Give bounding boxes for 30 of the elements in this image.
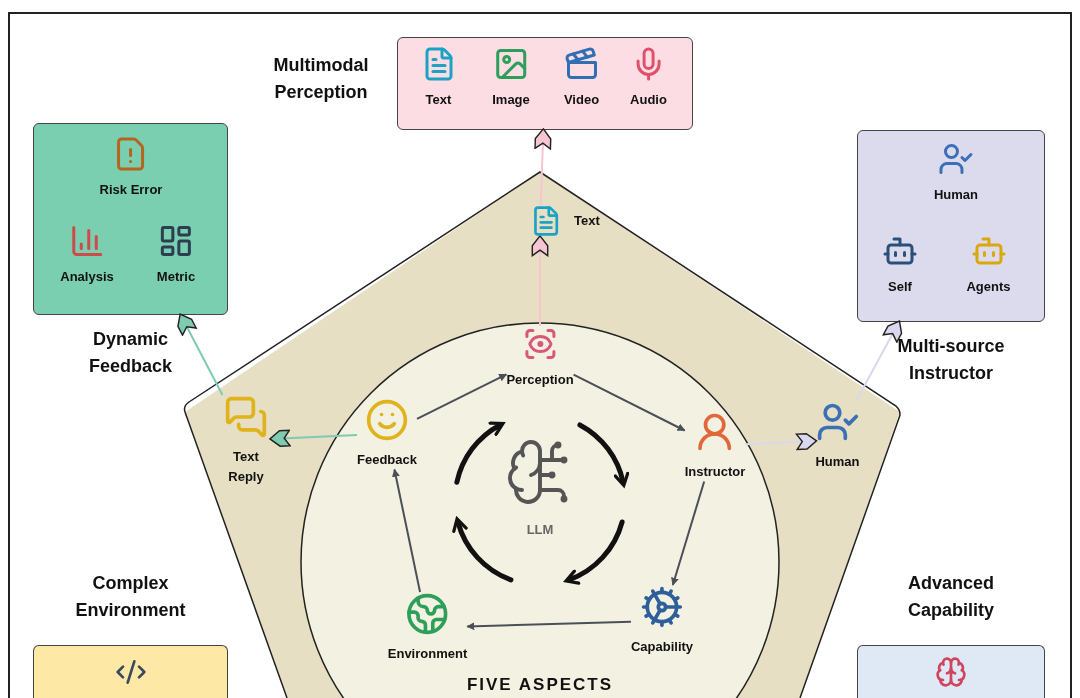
aspect-heading: Multi-source Instructor <box>896 335 1006 385</box>
item-label: Text <box>574 212 600 231</box>
caption-text: FIVE ASPECTS <box>465 674 615 696</box>
arrow <box>416 373 508 420</box>
item-label: Human <box>933 186 979 204</box>
item-label: Video <box>563 91 600 109</box>
item-label: Capability <box>630 638 694 656</box>
arrow <box>392 468 422 593</box>
item-label: Text <box>425 91 452 109</box>
item-label: Text Reply <box>227 448 265 486</box>
item-label: Analysis <box>60 268 114 286</box>
aspect-heading: Multimodal Perception <box>272 54 370 104</box>
item-label: LLM <box>526 521 554 539</box>
aspect-heading: Complex Environment <box>74 572 187 622</box>
arrow <box>671 480 706 586</box>
item-label: Instructor <box>684 463 746 481</box>
aspect-heading: Dynamic Feedback <box>87 328 173 378</box>
arrow <box>466 620 632 631</box>
item-label: Agents <box>966 278 1011 296</box>
item-label: Risk Error <box>99 181 163 199</box>
aspect-heading: Advanced Capability <box>907 572 995 622</box>
item-label: Image <box>492 91 530 109</box>
item-label: Audio <box>630 91 667 109</box>
arrow <box>572 373 686 432</box>
item-label: Human <box>815 453 860 471</box>
item-label: Self <box>888 278 912 296</box>
item-label: Environment <box>387 645 468 663</box>
item-label: Metric <box>156 268 196 286</box>
item-label: Feedback <box>357 451 417 469</box>
item-label: Perception <box>506 371 574 389</box>
